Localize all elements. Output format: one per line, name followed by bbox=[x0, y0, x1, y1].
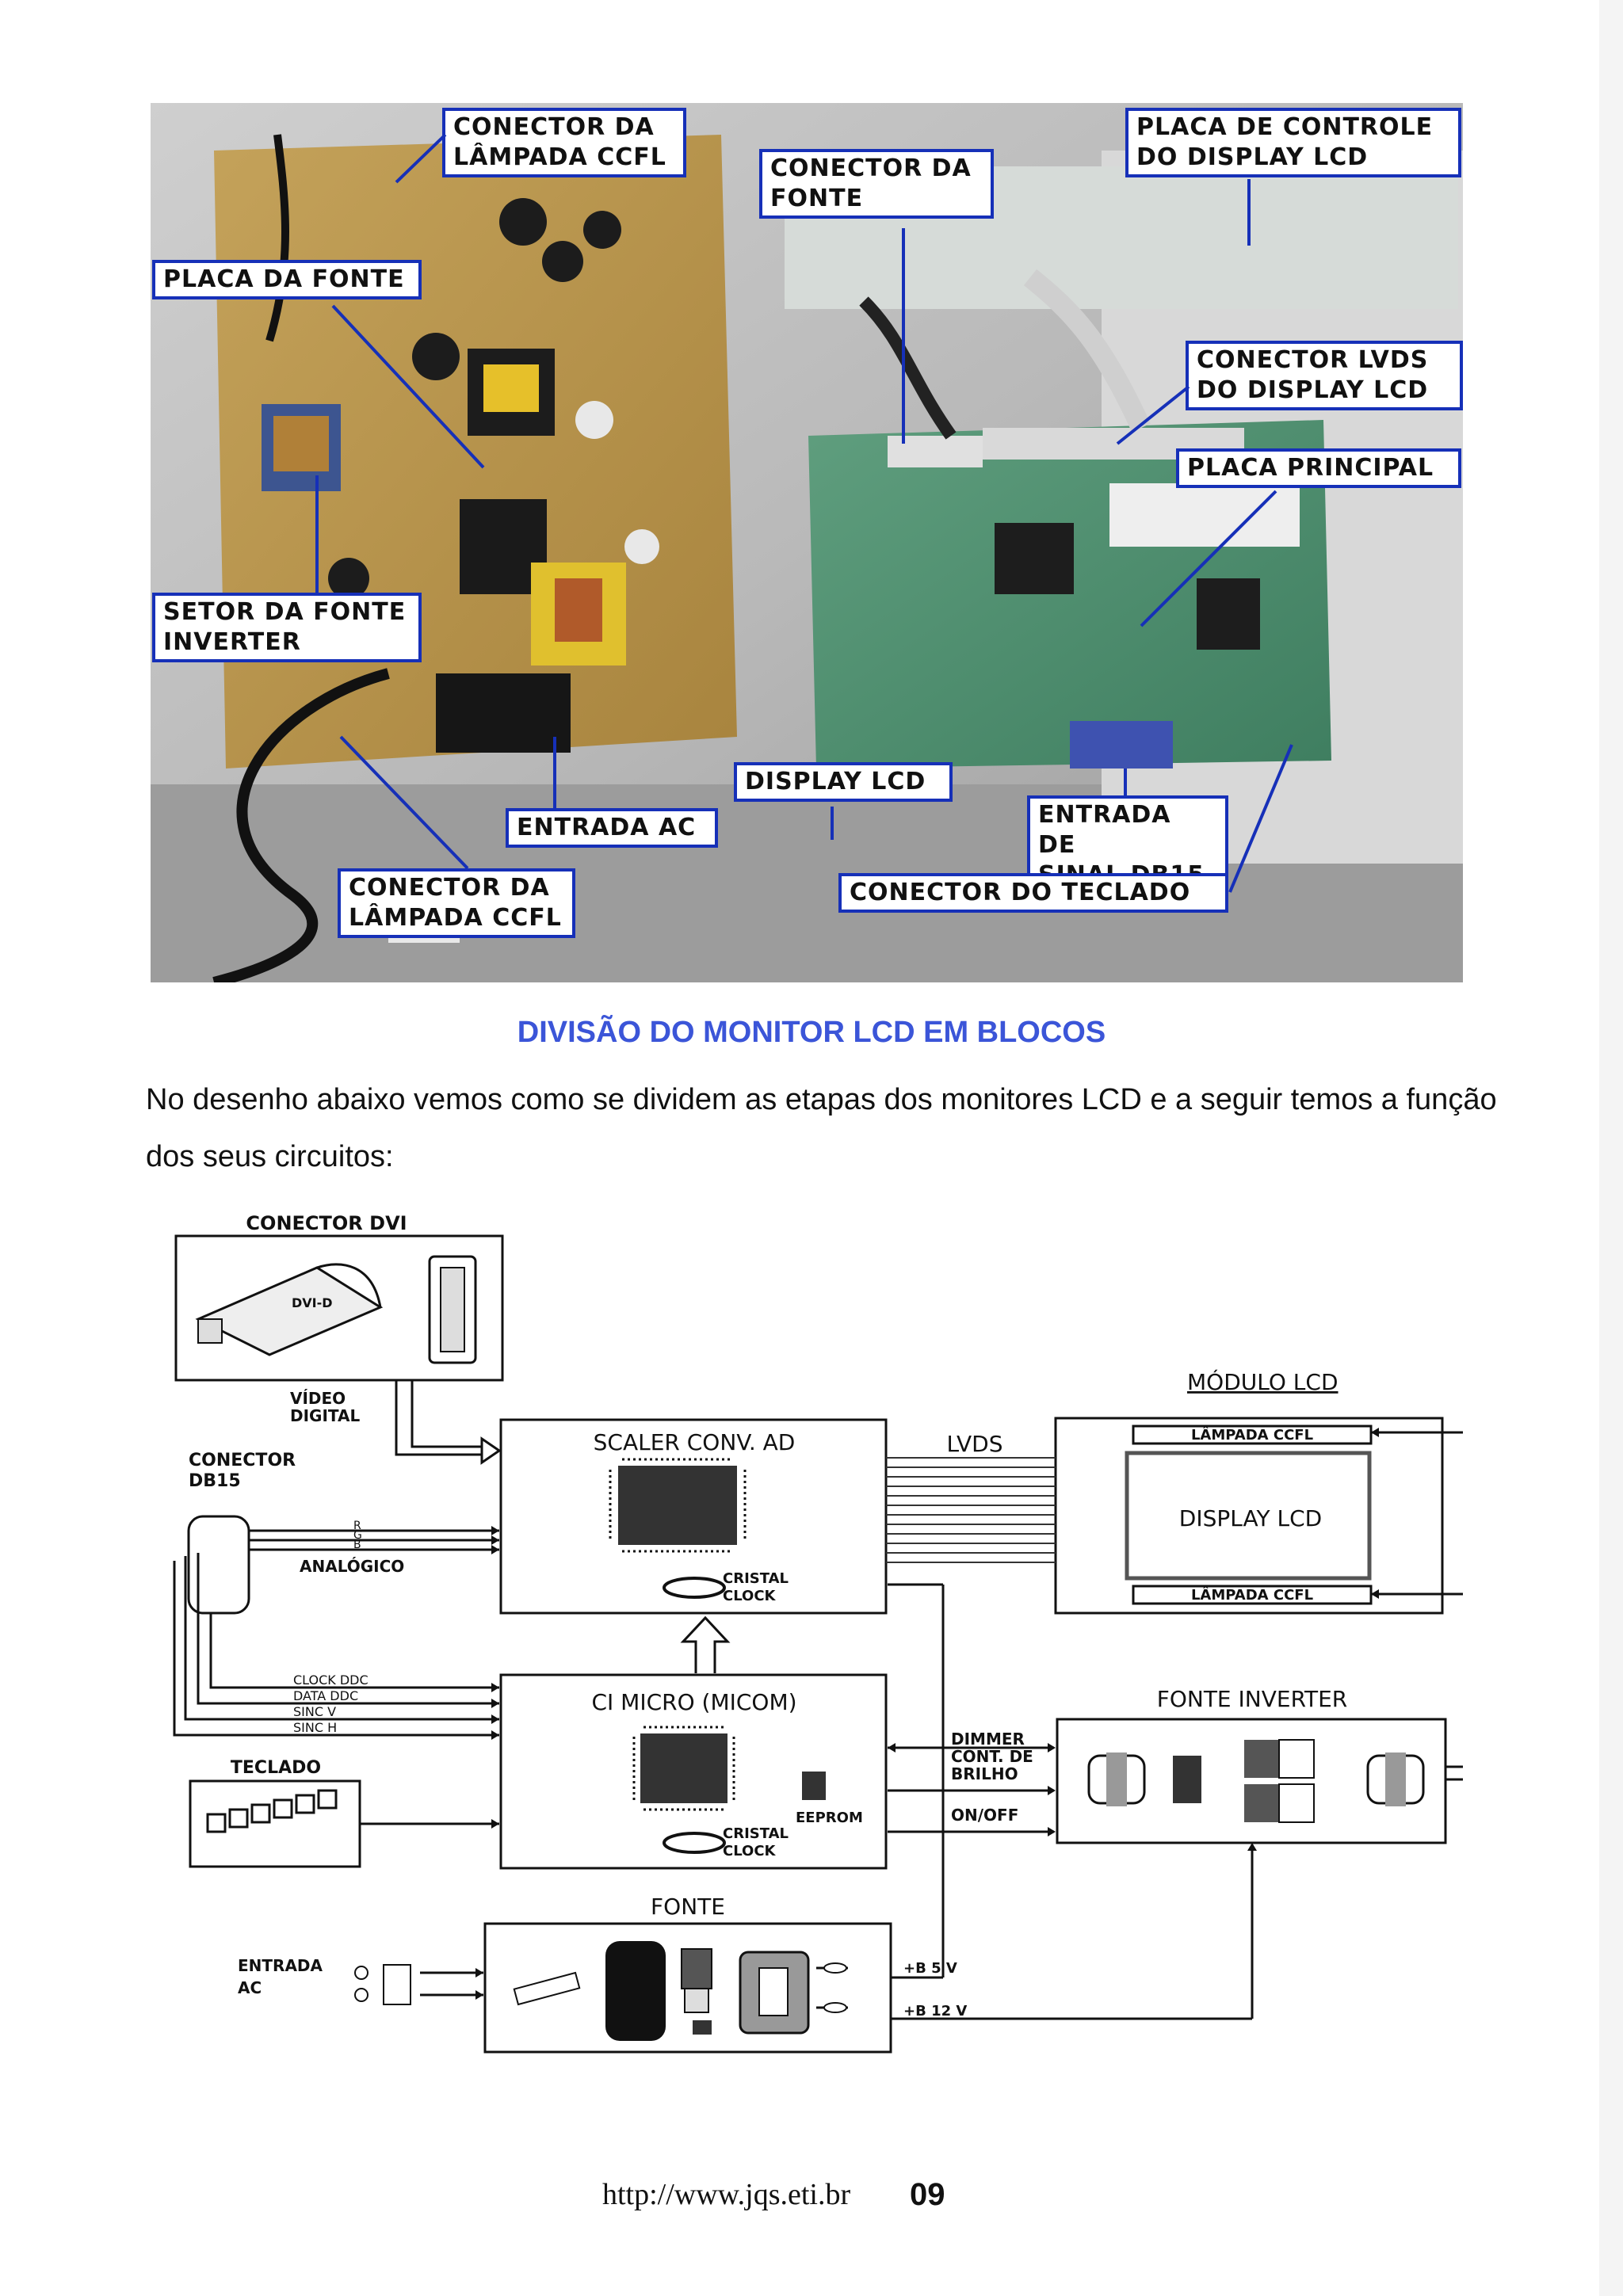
g-label: G bbox=[353, 1529, 362, 1542]
db15-connector bbox=[187, 1515, 250, 1615]
b12v-label: +B 12 V bbox=[903, 2003, 967, 2019]
sinc-h-label: SINC H bbox=[293, 1720, 337, 1735]
fonte-components bbox=[354, 1941, 848, 2041]
eeprom-label: EEPROM bbox=[796, 1810, 863, 1826]
label-conector-fonte: CONECTOR DA FONTE bbox=[759, 149, 994, 219]
cristal-label-2: CRISTAL bbox=[723, 1825, 789, 1842]
fonte-box bbox=[483, 1922, 892, 2054]
b-label: B bbox=[353, 1539, 361, 1551]
cristal-label-1: CRISTAL bbox=[723, 1570, 789, 1587]
clock-label-2: CLOCK bbox=[723, 1843, 777, 1859]
page-right-margin bbox=[1599, 0, 1623, 2296]
lampada-top-box bbox=[1132, 1425, 1373, 1445]
intro-paragraph: No desenho abaixo vemos como se dividem … bbox=[146, 1083, 1497, 1173]
db15-label-2: DB15 bbox=[189, 1471, 241, 1491]
label-setor-fonte-inverter: SETOR DA FONTE INVERTER bbox=[152, 593, 422, 662]
r-label: R bbox=[353, 1520, 361, 1532]
label-placa-fonte: PLACA DA FONTE bbox=[152, 260, 422, 299]
crystal-1 bbox=[663, 1577, 726, 1599]
label-display-lcd: DISPLAY LCD bbox=[734, 762, 953, 802]
micro-box bbox=[499, 1673, 888, 1870]
dvi-connector-box bbox=[174, 1234, 504, 1382]
data-ddc-label: DATA DDC bbox=[293, 1688, 358, 1703]
sinc-v-label: SINC V bbox=[293, 1704, 336, 1719]
lvds-label: LVDS bbox=[946, 1431, 1002, 1457]
scaler-title: SCALER CONV. AD bbox=[594, 1429, 796, 1455]
label-placa-controle-display: PLACA DE CONTROLE DO DISPLAY LCD bbox=[1125, 108, 1461, 177]
dvi-d-label: DVI-D bbox=[292, 1295, 333, 1310]
display-lcd-label: DISPLAY LCD bbox=[1179, 1505, 1322, 1531]
dvi-connector-title: CONECTOR DVI bbox=[246, 1212, 407, 1234]
clock-ddc-label: CLOCK DDC bbox=[293, 1672, 369, 1688]
entrada-ac-label-2: AC bbox=[238, 1978, 262, 1997]
display-lcd-box bbox=[1125, 1451, 1372, 1581]
inverter-components bbox=[1087, 1739, 1425, 1823]
section-heading: DIVISÃO DO MONITOR LCD EM BLOCOS bbox=[517, 1016, 1106, 1049]
label-leader-lines bbox=[315, 133, 1293, 893]
lampada-bottom-label: LÂMPADA CCFL bbox=[1191, 1586, 1313, 1604]
video-label-2: DIGITAL bbox=[290, 1406, 360, 1425]
micro-chip bbox=[632, 1726, 735, 1811]
entrada-ac-label-1: ENTRADA bbox=[238, 1956, 323, 1975]
label-conector-lvds: CONECTOR LVDS DO DISPLAY LCD bbox=[1186, 341, 1463, 410]
block-diagram: CONECTOR DVI DVI-D VÍDEO DIGITAL CONECTO… bbox=[151, 1180, 1463, 2076]
label-entrada-ac: ENTRADA AC bbox=[506, 808, 718, 848]
footer-url: http://www.jqs.eti.br bbox=[602, 2178, 851, 2211]
db15-label-1: CONECTOR bbox=[189, 1451, 296, 1470]
micro-title: CI MICRO (MICOM) bbox=[591, 1689, 796, 1715]
label-conector-teclado: CONECTOR DO TECLADO bbox=[838, 873, 1228, 913]
scaler-chip bbox=[609, 1458, 747, 1553]
fonte-inverter-box bbox=[1056, 1718, 1447, 1844]
dvi-plug-drawing bbox=[195, 1255, 477, 1364]
on-off-label: ON/OFF bbox=[951, 1806, 1018, 1825]
monitor-internal-photo: CONECTOR DA LÂMPADA CCFL CONECTOR DA FON… bbox=[151, 103, 1463, 982]
b5v-label: +B 5 V bbox=[903, 1960, 957, 1977]
keyboard-buttons bbox=[206, 1789, 338, 1833]
fonte-inverter-title: FONTE INVERTER bbox=[1157, 1686, 1348, 1712]
label-placa-principal: PLACA PRINCIPAL bbox=[1176, 448, 1461, 488]
eeprom-chip bbox=[802, 1772, 826, 1800]
scaler-box bbox=[499, 1418, 888, 1615]
label-conector-lampada-ccfl-bottom: CONECTOR DA LÂMPADA CCFL bbox=[338, 868, 575, 938]
page-number: 09 bbox=[910, 2177, 945, 2212]
cont-de-label: CONT. DE bbox=[951, 1747, 1033, 1766]
fonte-title: FONTE bbox=[651, 1894, 725, 1920]
clock-label-1: CLOCK bbox=[723, 1588, 777, 1604]
modulo-lcd-title: MÓDULO LCD bbox=[1187, 1368, 1338, 1395]
lampada-top-label: LÂMPADA CCFL bbox=[1191, 1426, 1313, 1444]
crystal-2 bbox=[663, 1832, 726, 1854]
label-conector-lampada-ccfl-top: CONECTOR DA LÂMPADA CCFL bbox=[442, 108, 686, 177]
dimmer-label: DIMMER bbox=[951, 1730, 1025, 1749]
analogico-label: ANALÓGICO bbox=[300, 1557, 404, 1576]
teclado-title: TECLADO bbox=[231, 1758, 321, 1778]
video-label-1: VÍDEO bbox=[290, 1389, 346, 1408]
brilho-label: BRILHO bbox=[951, 1764, 1018, 1783]
